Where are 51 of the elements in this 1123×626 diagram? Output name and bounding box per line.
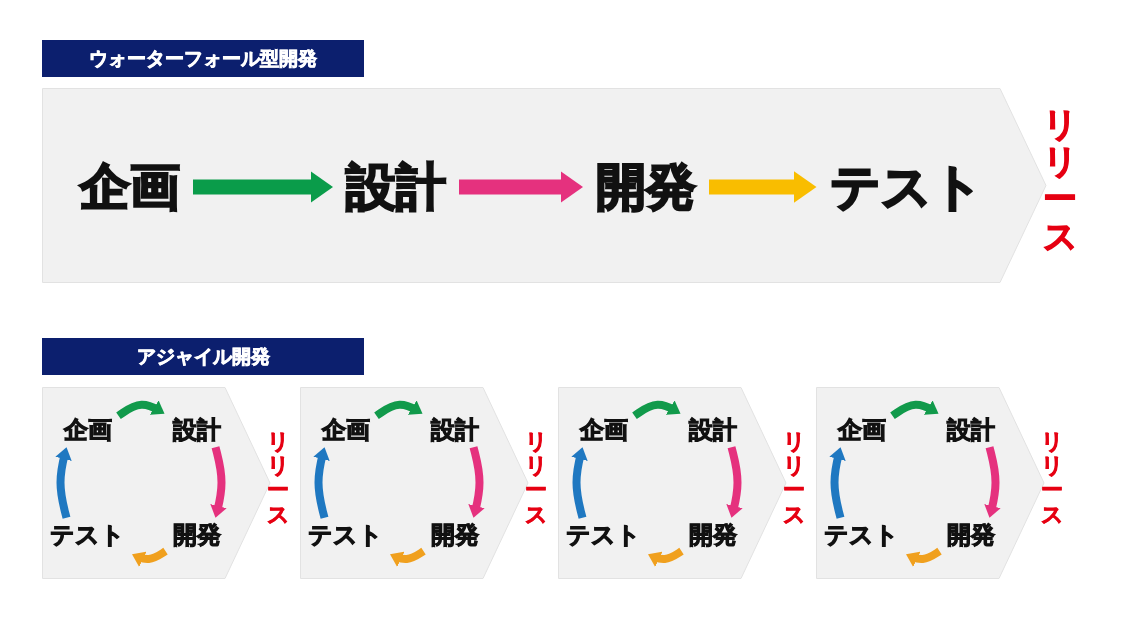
section-heading: アジャイル開発: [42, 338, 364, 375]
chevron-panel: [42, 387, 270, 579]
release-label: リリース: [1041, 429, 1063, 527]
chevron-panel: [42, 88, 1046, 283]
arrow: [130, 547, 168, 567]
chevron-panel: [300, 387, 528, 579]
arrow: [632, 400, 683, 420]
step-label: 企画: [834, 416, 889, 444]
step-label: 開発: [427, 521, 482, 549]
arrow: [210, 446, 227, 519]
step-label: テスト: [826, 159, 986, 215]
arrow: [904, 547, 942, 567]
arrow: [374, 400, 425, 420]
step-label: 開発: [943, 521, 998, 549]
step-label: 企画: [576, 416, 631, 444]
step-label: 企画: [77, 159, 183, 215]
arrow: [829, 446, 846, 519]
step-label: 設計: [343, 159, 449, 215]
step-label: 企画: [318, 416, 373, 444]
arrow: [388, 547, 426, 567]
arrow: [646, 547, 684, 567]
release-label: リリース: [267, 429, 289, 527]
arrow: [571, 446, 588, 519]
release-label: リリース: [1043, 105, 1077, 256]
arrow: [459, 171, 583, 203]
step-label: 設計: [943, 416, 998, 444]
step-label: 設計: [427, 416, 482, 444]
chevron-panel: [558, 387, 786, 579]
arrow: [116, 400, 167, 420]
step-label: 開発: [593, 159, 699, 215]
arrow: [55, 446, 72, 519]
arrow: [726, 446, 743, 519]
step-label: 企画: [60, 416, 115, 444]
release-label: リリース: [525, 429, 547, 527]
arrow: [709, 171, 817, 203]
step-label: 開発: [685, 521, 740, 549]
arrow: [468, 446, 485, 519]
step-label: テスト: [47, 521, 128, 549]
step-label: 開発: [169, 521, 224, 549]
section-heading: ウォーターフォール型開発: [42, 40, 364, 77]
step-label: テスト: [305, 521, 386, 549]
chevron-panel: [816, 387, 1044, 579]
step-label: 設計: [169, 416, 224, 444]
step-label: テスト: [821, 521, 902, 549]
arrow: [984, 446, 1001, 519]
arrow: [890, 400, 941, 420]
step-label: 設計: [685, 416, 740, 444]
arrow: [193, 171, 333, 203]
release-label: リリース: [783, 429, 805, 527]
arrow: [313, 446, 330, 519]
step-label: テスト: [563, 521, 644, 549]
